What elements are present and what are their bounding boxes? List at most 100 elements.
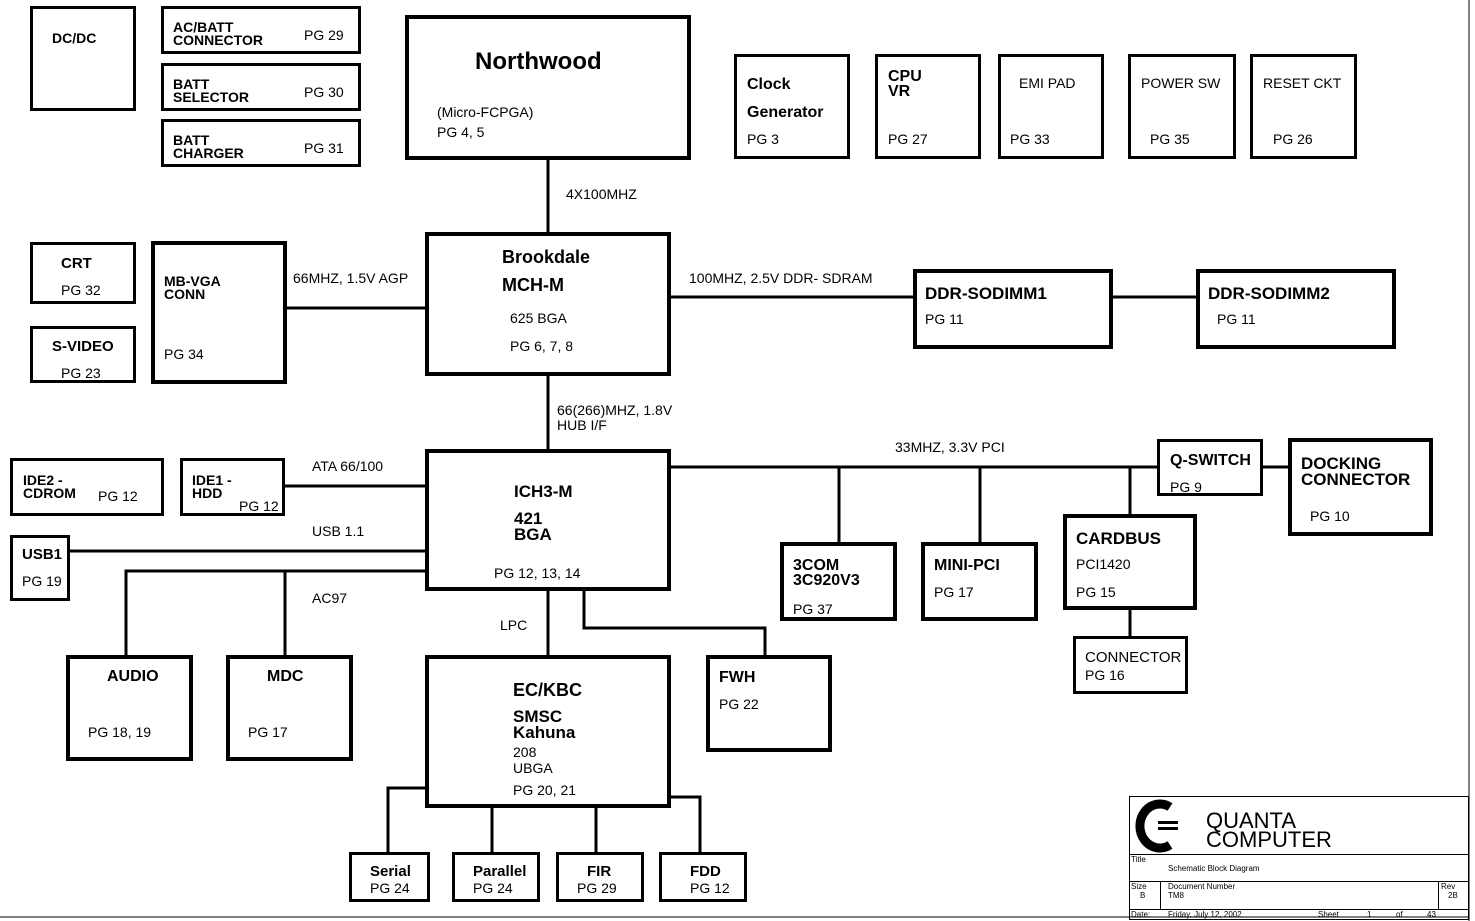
ide1-hdd-block: IDE1 - HDD PG 12 (180, 458, 285, 516)
northwood-cpu-block: Northwood (Micro-FCPGA) PG 4, 5 (405, 15, 691, 160)
title-field-label: Title (1131, 855, 1146, 864)
northwood-title: Northwood (475, 48, 602, 75)
parallel-block: Parallel PG 24 (452, 852, 540, 902)
ich3-m-line3: BGA (514, 525, 552, 544)
of-value: 43 (1427, 910, 1436, 919)
usb1-page: PG 19 (22, 573, 62, 589)
mch-page: PG 6, 7, 8 (510, 338, 574, 354)
sheet-label: Sheet (1318, 910, 1339, 919)
ddr-sodimm1-title: DDR-SODIMM1 (925, 284, 1047, 303)
ec-kbc-line2: SMSC (513, 707, 563, 726)
power-sw-page: PG 35 (1150, 131, 1190, 147)
title-row-divider (1130, 854, 1468, 855)
3com-line1: 3COM (793, 557, 840, 574)
fdd-page: PG 12 (690, 880, 730, 896)
rev-label: Rev (1441, 882, 1456, 891)
mdc-title: MDC (267, 668, 304, 685)
reset-ckt-block: RESET CKT PG 26 (1250, 54, 1357, 159)
title-field-value: Schematic Block Diagram (1168, 864, 1260, 873)
emi-pad-block: EMI PAD PG 33 (998, 54, 1104, 159)
mch-block: Brookdale MCH-M 625 BGA PG 6, 7, 8 (425, 232, 671, 376)
ec-kbc-page: PG 20, 21 (513, 782, 577, 798)
audio-title: AUDIO (107, 668, 159, 685)
reset-ckt-page: PG 26 (1273, 131, 1313, 147)
ata-label: ATA 66/100 (312, 458, 384, 474)
mini-pci-block: MINI-PCI PG 17 (921, 542, 1038, 621)
rev-col-divider (1438, 881, 1439, 909)
mb-vga-conn-line1: MB-VGA (164, 273, 221, 289)
ddr-label: 100MHZ, 2.5V DDR- SDRAM (689, 270, 873, 286)
pci-label: 33MHZ, 3.3V PCI (895, 439, 1005, 455)
3com-page: PG 37 (793, 601, 833, 617)
date-label: Date: (1131, 910, 1151, 919)
ac-batt-connector-page: PG 29 (304, 27, 344, 43)
date-value: Friday, July 12, 2002 (1168, 910, 1242, 919)
quanta-logo-icon (1135, 799, 1178, 853)
s-video-title: S-VIDEO (52, 338, 114, 355)
q-switch-title: Q-SWITCH (1170, 452, 1251, 469)
ac-batt-connector-block: AC/BATT CONNECTOR PG 29 (161, 6, 361, 54)
ec-kbc-title: EC/KBC (513, 680, 583, 700)
crt-title: CRT (61, 255, 92, 272)
ddr-sodimm2-block: DDR-SODIMM2 PG 11 (1196, 269, 1396, 349)
cardbus-title: CARDBUS (1076, 529, 1161, 548)
batt-selector-line1: BATT (173, 76, 210, 92)
power-sw-block: POWER SW PG 35 (1128, 54, 1236, 159)
mini-pci-page: PG 17 (934, 584, 974, 600)
size-row-divider (1130, 881, 1468, 882)
fir-block: FIR PG 29 (556, 852, 644, 902)
batt-charger-line1: BATT (173, 132, 210, 148)
mb-vga-conn-page: PG 34 (164, 346, 204, 362)
company-name-line2: COMPUTER (1206, 827, 1332, 852)
rev-value: 2B (1448, 891, 1458, 900)
crt-block: CRT PG 32 (30, 242, 136, 304)
batt-selector-block: BATT SELECTOR PG 30 (161, 63, 361, 111)
ec-kbc-line3: Kahuna (513, 723, 576, 742)
fir-title: FIR (587, 863, 612, 880)
ich3-m-title: ICH3-M (514, 482, 573, 501)
doc-number-label: Document Number (1168, 882, 1236, 891)
crt-page: PG 32 (61, 282, 101, 298)
docking-connector-line2: CONNECTOR (1301, 470, 1411, 489)
cpu-vr-block: CPU VR PG 27 (875, 54, 981, 159)
hub-label-line2: HUB I/F (557, 417, 607, 433)
date-row-divider (1130, 909, 1468, 910)
s-video-block: S-VIDEO PG 23 (30, 326, 136, 383)
3com-line2: 3C920V3 (793, 572, 860, 589)
power-sw-title: POWER SW (1141, 75, 1221, 91)
fir-page: PG 29 (577, 880, 617, 896)
ide2-cdrom-page: PG 12 (98, 488, 138, 504)
docking-connector-line1: DOCKING (1301, 454, 1382, 473)
ide1-hdd-line1: IDE1 - (192, 472, 232, 488)
reset-ckt-title: RESET CKT (1263, 75, 1342, 91)
s-video-page: PG 23 (61, 365, 101, 381)
ich3-m-block: ICH3-M 421 BGA PG 12, 13, 14 (425, 449, 671, 591)
q-switch-page: PG 9 (1170, 479, 1202, 495)
lpc-label: LPC (500, 617, 528, 633)
hub-label-line1: 66(266)MHZ, 1.8V (557, 402, 673, 418)
cpu-vr-line1: CPU (888, 68, 922, 85)
dcdc-block: DC/DC (30, 6, 136, 111)
of-label: of (1396, 910, 1403, 919)
fwh-page: PG 22 (719, 696, 759, 712)
ec-kbc-line4: 208 (513, 744, 537, 760)
ich3-m-line2: 421 (514, 509, 543, 528)
usb1-block: USB1 PG 19 (10, 535, 70, 601)
ddr-sodimm1-block: DDR-SODIMM1 PG 11 (913, 269, 1113, 349)
serial-block: Serial PG 24 (349, 852, 430, 902)
fdd-title: FDD (690, 863, 721, 880)
sheet-value: 1 (1367, 910, 1372, 919)
mini-pci-title: MINI-PCI (934, 557, 1000, 574)
parallel-title: Parallel (473, 863, 527, 880)
usb1-title: USB1 (22, 546, 63, 563)
mdc-block: MDC PG 17 (226, 655, 353, 761)
cpu-vr-line2: VR (888, 83, 911, 100)
mch-package: 625 BGA (510, 310, 567, 326)
doc-number-value: TM8 (1168, 891, 1184, 900)
northwood-package: (Micro-FCPGA) (437, 104, 534, 120)
batt-charger-page: PG 31 (304, 140, 344, 156)
batt-selector-page: PG 30 (304, 84, 344, 100)
fsb-label: 4X100MHZ (566, 186, 637, 202)
cardbus-block: CARDBUS PCI1420 PG 15 (1063, 514, 1197, 610)
serial-title: Serial (370, 863, 411, 880)
